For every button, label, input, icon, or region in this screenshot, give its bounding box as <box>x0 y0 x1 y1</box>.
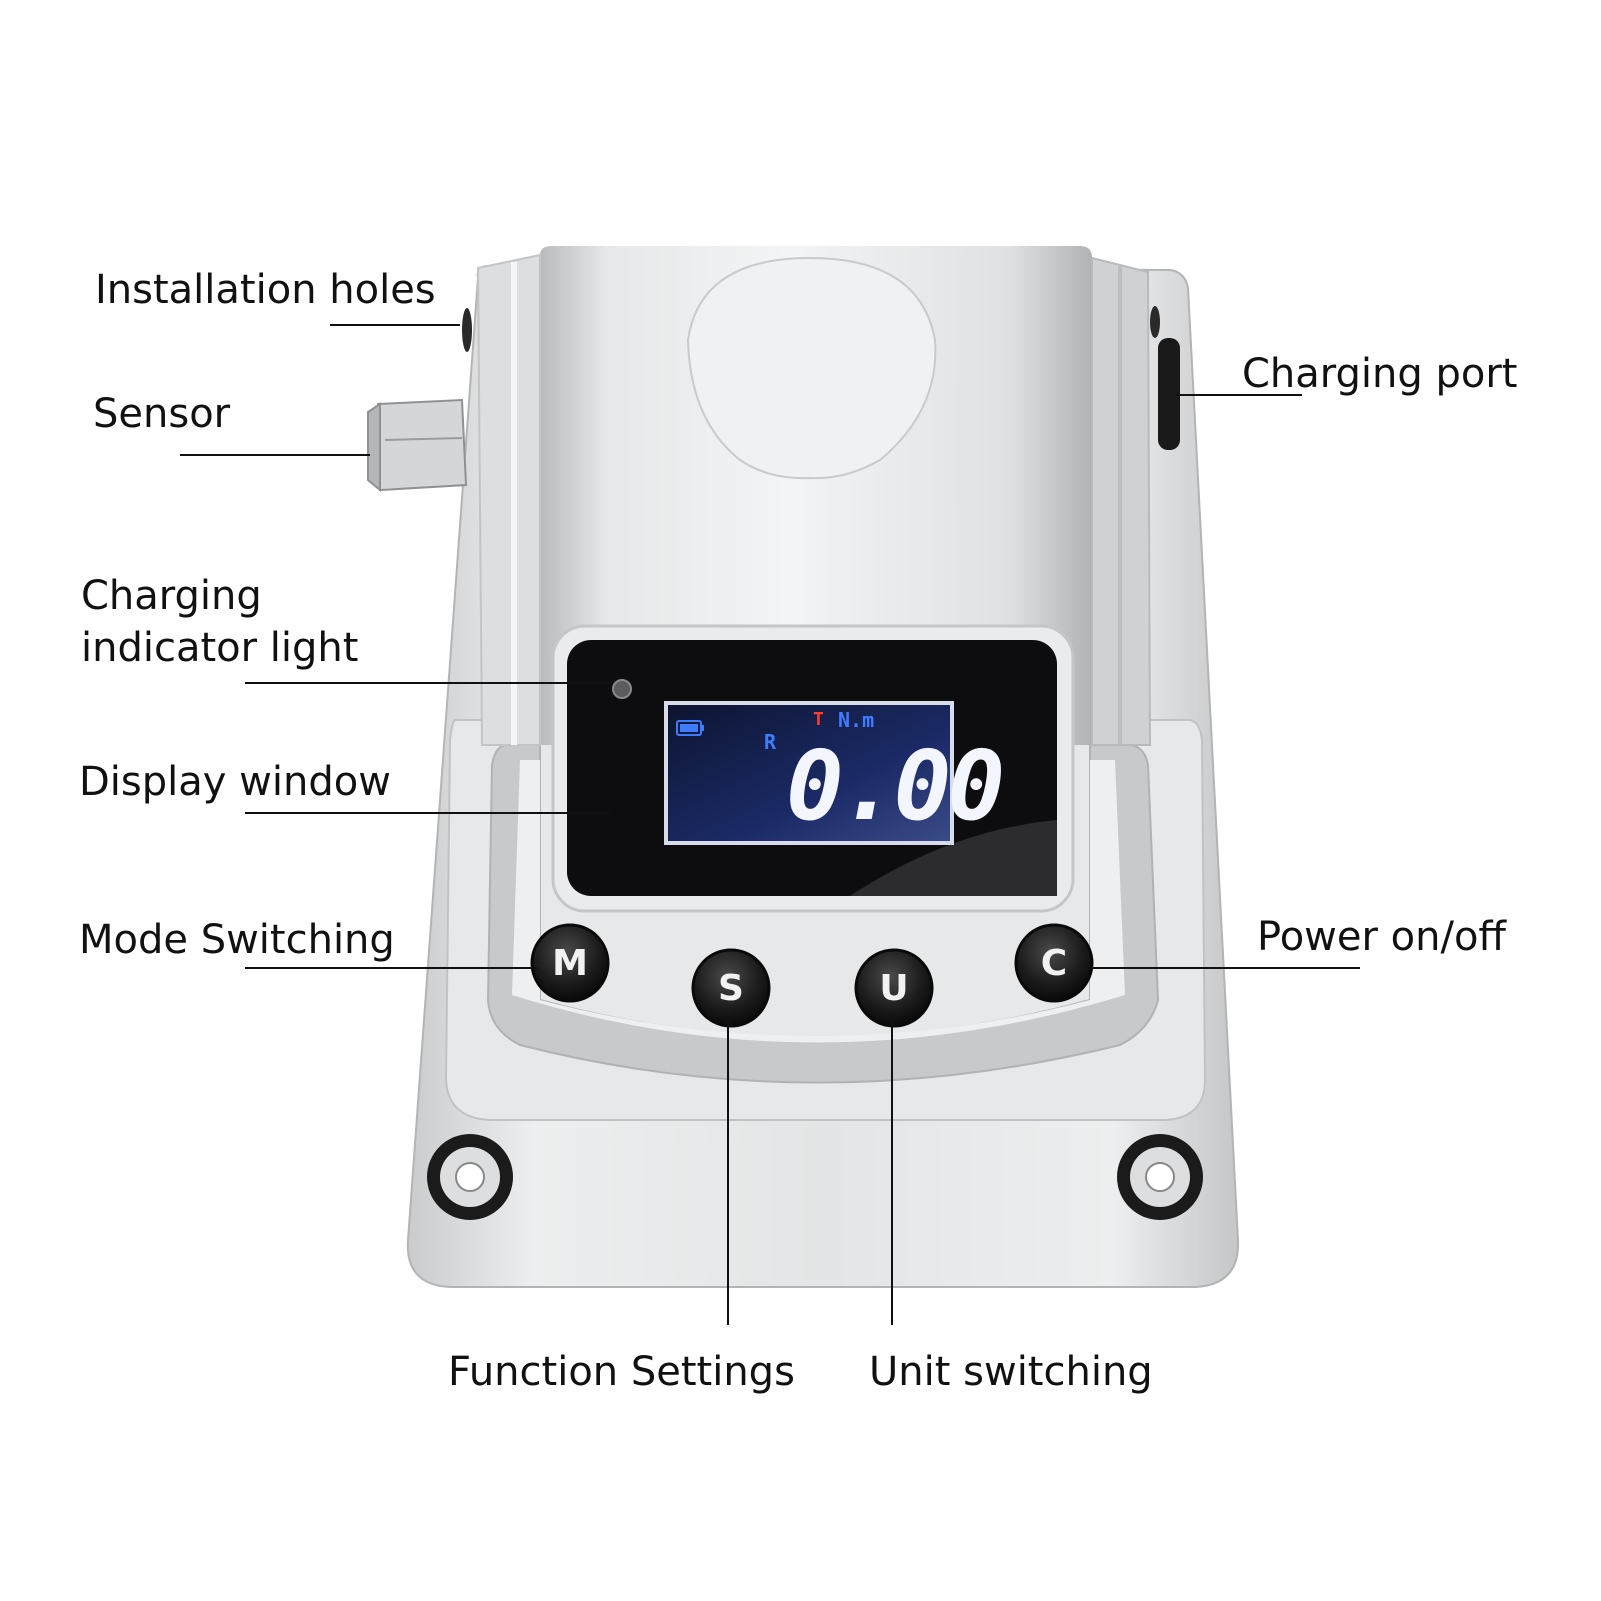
label-charging-port: Charging port <box>1242 351 1518 397</box>
label-sensor: Sensor <box>93 391 231 437</box>
function-settings-button[interactable]: S <box>718 967 744 1009</box>
lcd-t-indicator: T <box>813 709 824 730</box>
lcd-r-indicator: R <box>764 730 777 754</box>
label-mode-switching: Mode Switching <box>79 917 395 963</box>
lcd-unit: N.m <box>838 708 875 732</box>
power-button[interactable]: C <box>1040 942 1068 984</box>
label-installation-holes: Installation holes <box>95 267 436 313</box>
leader-lines <box>180 324 1360 1325</box>
label-charging-indicator-line2: indicator light <box>81 625 359 671</box>
label-unit-switching: Unit switching <box>869 1349 1153 1395</box>
label-charging-indicator: Charging indicator light <box>81 570 358 674</box>
lcd-reading: 0.00 <box>786 730 1005 842</box>
label-display-window: Display window <box>79 759 391 805</box>
label-function-settings: Function Settings <box>448 1349 795 1395</box>
label-charging-indicator-line1: Charging <box>81 573 262 619</box>
label-power-on-off: Power on/off <box>1257 914 1506 960</box>
mode-button[interactable]: M <box>552 942 588 984</box>
unit-switch-button[interactable]: U <box>879 967 909 1009</box>
